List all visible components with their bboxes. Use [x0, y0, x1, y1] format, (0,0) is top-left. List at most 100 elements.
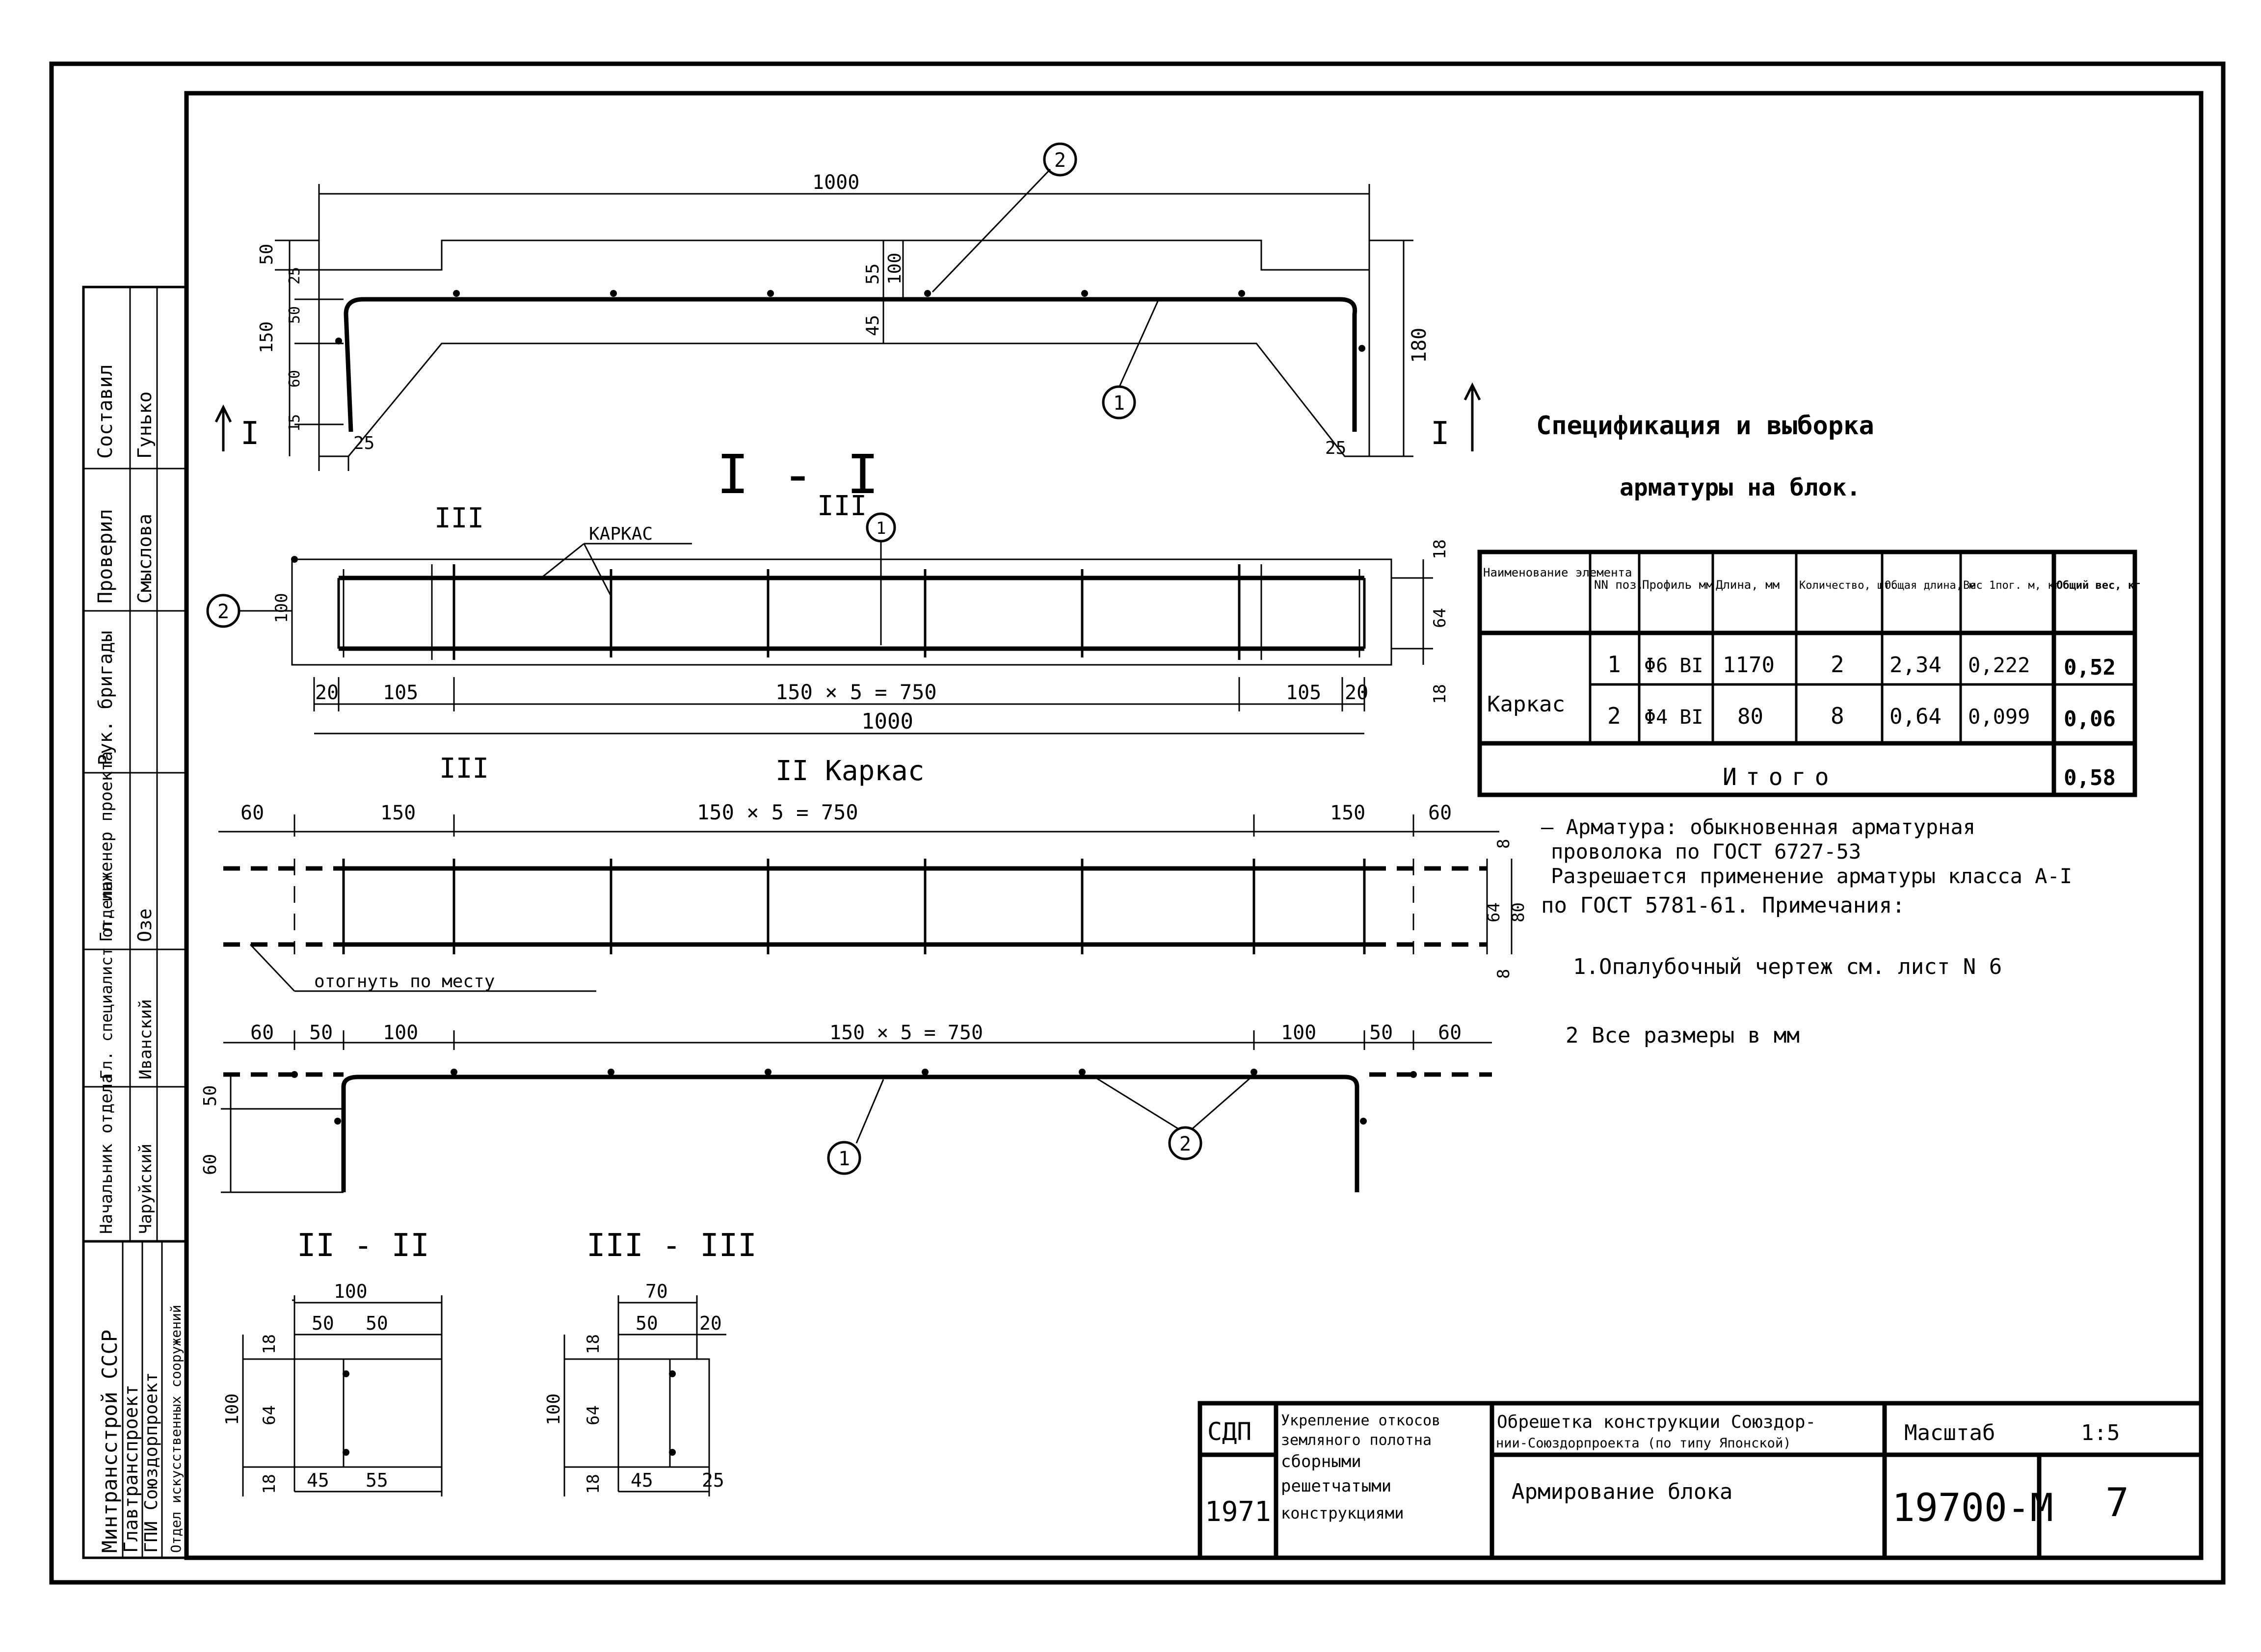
spec-header-length: Длина, мм [1716, 578, 1780, 592]
plan-dim-20-left: 20 [315, 682, 339, 704]
role-label-0: Составил [94, 364, 117, 459]
role-name-3: Озе [134, 908, 156, 942]
elev-dim-50: 50 [286, 306, 303, 324]
elev-dim-50-top: 50 [257, 244, 277, 265]
elev-dim-60: 60 [286, 370, 303, 388]
plan-dim-18-top: 18 [1430, 539, 1450, 559]
role-label-5: Начальник отдела [97, 1073, 116, 1234]
note-line-2: проволока по ГОСТ 6727-53 [1551, 839, 1861, 864]
spec-title-1: Спецификация и выборка [1536, 411, 1874, 441]
side-dim-mid: 150 × 5 = 750 [829, 1022, 983, 1044]
karkas-bend-note: отогнуть по месту [314, 971, 495, 992]
spec-row-1-pos: 1 [1607, 651, 1621, 678]
spec-header-total-length: Общая длина, м [1885, 579, 1975, 592]
side-callout-1 [827, 1141, 861, 1175]
karkas-dim-8-top: 8 [1494, 839, 1514, 849]
elev-dim-150: 150 [257, 321, 277, 353]
tb-year: 1971 [1205, 1496, 1271, 1528]
elev-callout-1 [1102, 385, 1136, 420]
spec-row-2-qty: 8 [1831, 703, 1844, 729]
side-callout-1-text: 1 [838, 1148, 850, 1170]
plan-dim-20-right: 20 [1345, 682, 1368, 704]
org-line-3: ГПИ Союздорпроект [141, 1372, 161, 1553]
side-callout-2 [1168, 1126, 1202, 1160]
role-name-5: Чаруйский [136, 1144, 156, 1234]
org-line-4: Отдел искусственных сооружений [168, 1305, 184, 1553]
section-2-dim-55: 55 [366, 1469, 388, 1491]
section-3-dim-50: 50 [636, 1312, 658, 1334]
plan-dim-64: 64 [1430, 608, 1450, 628]
spec-row-2-total-weight: 0,06 [2064, 707, 2116, 732]
karkas-dim-64: 64 [1484, 902, 1504, 922]
plan-callout-2-text: 2 [217, 601, 229, 623]
section-2-title: II - II [297, 1228, 429, 1264]
side-dim-60-r: 60 [1438, 1022, 1462, 1044]
spec-row-2-total-length: 0,64 [1889, 704, 1942, 729]
tb-scale-label: Масштаб [1904, 1420, 1995, 1445]
section-2: II - II 100 50 50 18 100 64 18 45 55 [222, 1228, 443, 1496]
spec-block: Спецификация и выборка арматуры на блок.… [1477, 411, 2141, 797]
karkas-dim-60-left: 60 [240, 802, 264, 824]
section-3-dim-45: 45 [631, 1469, 653, 1491]
spec-header-name: Наименование элемента [1483, 566, 1632, 579]
section-3-dim-64: 64 [584, 1405, 603, 1425]
spec-row-2-unit-weight: 0,099 [1968, 705, 2030, 729]
elev-callout-2-text: 2 [1054, 149, 1066, 172]
elevation-view: 1000 50 25 50 150 60 15 55 100 45 180 25… [214, 142, 1481, 471]
spec-title-2: арматуры на блок. [1620, 474, 1861, 501]
role-label-1: Проверил [94, 509, 117, 603]
side-callout-2-text: 2 [1179, 1133, 1191, 1155]
spec-row-2-pos: 2 [1607, 703, 1621, 729]
karkas-title: II Каркас [775, 755, 924, 787]
spec-row-1-length: 1170 [1723, 653, 1775, 678]
role-name-0: Гунько [134, 392, 156, 459]
role-label-4: Гл. специалист отдела [97, 881, 116, 1079]
section-3-title: III - III [586, 1228, 757, 1264]
tb-subject-2: земляного полотна [1281, 1432, 1432, 1449]
spec-header-qty: Количество, шт. [1799, 579, 1897, 592]
plan-marker-bottom: III [439, 753, 489, 785]
section-2-dim-100-top: 100 [334, 1281, 368, 1302]
outer-frame [49, 61, 2226, 1585]
elev-dim-55: 55 [863, 263, 883, 285]
notes-block: — Арматура: обыкновенная арматурная пров… [1541, 815, 2072, 1048]
tb-object-1: Обрешетка конструкции Союздор- [1497, 1412, 1816, 1432]
role-label-2: Рук. бригады [95, 630, 116, 765]
section-3-dim-25: 25 [702, 1469, 724, 1491]
side-stamp: Составил Гунько Проверил Смыслова Рук. б… [82, 286, 188, 1559]
side-view: 60 50 100 150 × 5 = 750 100 50 60 50 60 … [200, 1022, 1492, 1193]
plan-dim-100: 100 [272, 593, 292, 623]
section-3-dim-18-top: 18 [584, 1334, 603, 1354]
spec-row-1-total-weight: 0,52 [2064, 655, 2116, 680]
elev-dim-1000: 1000 [812, 171, 859, 194]
role-name-4: Иванский [136, 999, 156, 1079]
plan-callout-1-text: 1 [876, 519, 886, 538]
rebar-1 [344, 297, 1357, 432]
tb-subject-1: Укрепление откосов [1281, 1412, 1440, 1429]
org-line-2: Главтранспроект [120, 1385, 142, 1553]
section-2-dim-64: 64 [260, 1405, 279, 1425]
plan-title: I - I [717, 443, 879, 506]
note-line-3: Разрешается применение арматуры класса А… [1551, 864, 2072, 888]
section-2-dim-50a: 50 [312, 1312, 334, 1334]
karkas-dim-80: 80 [1509, 902, 1528, 922]
spec-row-1-profile: Φ6 BI [1644, 655, 1703, 677]
section-3-dim-18-bottom: 18 [584, 1474, 603, 1494]
spec-row-2-profile: Φ4 BI [1644, 706, 1703, 729]
karkas-dim-60-right: 60 [1428, 802, 1452, 824]
role-label-3: Гл. инженер проекта [97, 751, 116, 942]
karkas-dim-150-right: 150 [1330, 802, 1365, 824]
note-line-4: по ГОСТ 5781-61. Примечания: [1541, 893, 1905, 918]
section-3-dim-100-v: 100 [544, 1393, 564, 1425]
section-3: III - III 70 50 20 18 100 64 18 45 25 [544, 1228, 757, 1496]
tb-object-2: нии-Союздорпроекта (по типу Японской) [1496, 1436, 1791, 1451]
side-dim-50-r: 50 [1369, 1022, 1393, 1044]
elev-callout-2 [1043, 142, 1077, 177]
note-line-1: — Арматура: обыкновенная арматурная [1541, 815, 1975, 839]
title-block: СДП 1971 Укрепление откосов земляного по… [1197, 1401, 2204, 1560]
side-dim-100-l: 100 [383, 1022, 418, 1044]
section-2-dim-18-top: 18 [260, 1334, 279, 1354]
org-line-1: Минтрансстрой СССР [98, 1330, 122, 1553]
karkas-dim-150-left: 150 [380, 802, 416, 824]
